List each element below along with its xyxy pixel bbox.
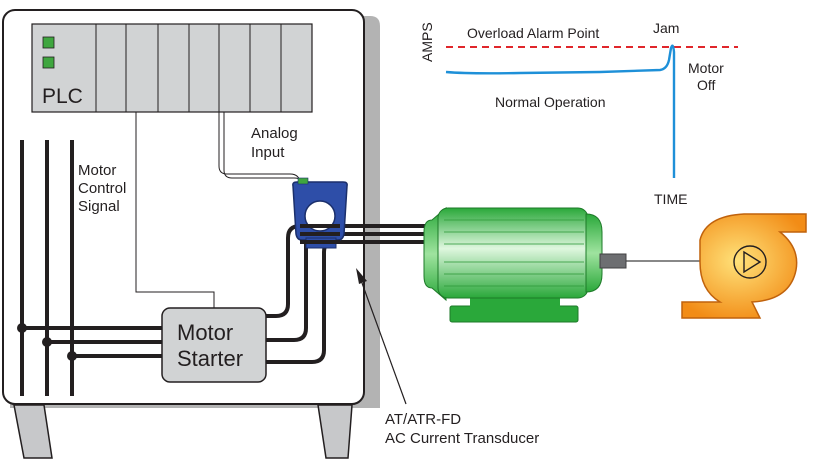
graph-x-axis-label: TIME bbox=[654, 191, 687, 207]
transducer-label-2: AC Current Transducer bbox=[385, 430, 539, 447]
motor-off-label-1: Motor bbox=[688, 60, 724, 76]
current-trace bbox=[445, 44, 676, 178]
plc-status-led-2 bbox=[42, 56, 55, 69]
overload-alarm-label: Overload Alarm Point bbox=[467, 25, 599, 41]
cabinet-leg-left bbox=[13, 404, 53, 459]
plc-rack: PLC bbox=[31, 23, 313, 113]
plc-label: PLC bbox=[42, 85, 83, 108]
control-signal-wire bbox=[135, 112, 215, 314]
bus-junction-dots bbox=[17, 323, 77, 361]
centrifugal-pump-icon bbox=[681, 213, 807, 319]
electric-motor-icon bbox=[423, 206, 627, 323]
transducer-label-1: AT/ATR-FD bbox=[385, 411, 461, 428]
motor-control-signal-label-3: Signal bbox=[78, 198, 120, 215]
motor-starter: Motor Starter bbox=[161, 307, 267, 383]
current-graph: AMPS Overload Alarm Point Normal Operati… bbox=[419, 20, 738, 207]
motor-starter-label-2: Starter bbox=[177, 346, 243, 371]
motor-off-label-2: Off bbox=[697, 77, 716, 93]
graph-y-axis-label: AMPS bbox=[419, 22, 435, 62]
transducer-aperture bbox=[304, 200, 336, 232]
motor-shaft bbox=[599, 253, 627, 269]
normal-operation-label: Normal Operation bbox=[495, 94, 606, 110]
motor-starter-label-1: Motor bbox=[177, 320, 233, 345]
motor-control-signal-label-1: Motor bbox=[78, 162, 116, 179]
transducer-pointer bbox=[356, 268, 407, 405]
jam-label: Jam bbox=[653, 20, 679, 36]
analog-input-label-2: Input bbox=[251, 144, 285, 161]
plc-status-led-1 bbox=[42, 36, 55, 49]
motor-control-signal-label-2: Control bbox=[78, 180, 126, 197]
analog-input-label-1: Analog bbox=[251, 125, 298, 142]
current-transducer bbox=[292, 177, 348, 249]
cabinet-leg-right bbox=[317, 404, 353, 459]
